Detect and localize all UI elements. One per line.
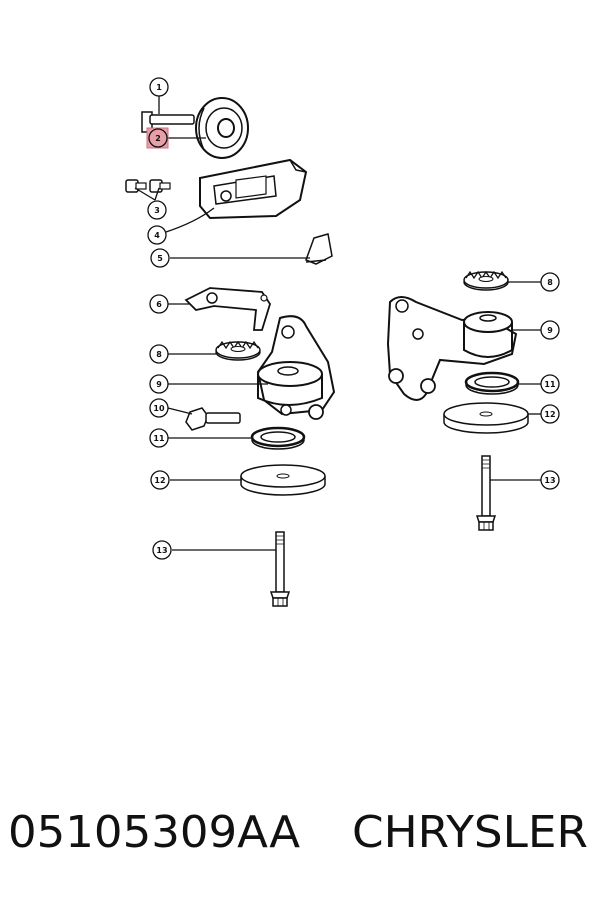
callout-11-left: 11 [149,428,169,448]
svg-text:13: 13 [544,476,555,485]
callout-12-left: 12 [150,470,170,490]
callout-13-right: 13 [540,470,560,490]
part-11-left-seal [250,426,306,451]
part-5-clip [305,233,333,265]
svg-text:13: 13 [156,546,167,555]
callout-11-right: 11 [540,374,560,394]
svg-text:8: 8 [156,350,162,359]
part-9-right-mount [386,296,518,401]
brand-name: CHRYSLER [352,807,588,858]
callout-5: 5 [150,248,170,268]
callout-9-left: 9 [149,374,169,394]
part-8-left-nut-ring [215,341,261,361]
part-9-left-mount [256,315,336,420]
part-13-left-bolt [270,531,290,607]
part-caption: 05105309AA CHRYSLER [8,807,588,858]
part-6-arm [184,287,271,331]
svg-text:8: 8 [547,278,553,287]
svg-text:11: 11 [153,434,165,443]
part-2-bushing [195,97,249,159]
svg-text:2: 2 [155,134,161,143]
callout-3: 3 [147,200,167,220]
svg-text:3: 3 [154,206,160,215]
part-4-bracket [199,158,308,220]
svg-text:9: 9 [547,326,553,335]
part-12-left-washer [240,464,326,496]
part-10-bolt [185,407,241,431]
callout-2: 2 [146,127,169,149]
part-1-bolt [141,111,195,133]
svg-text:1: 1 [156,83,162,92]
part-8-right-nut-ring [463,271,509,291]
leader-lines [134,96,541,551]
svg-text:6: 6 [156,300,162,309]
part-number: 05105309AA [8,807,300,858]
svg-text:12: 12 [154,476,165,485]
svg-text:10: 10 [153,404,165,413]
callout-1: 1 [149,77,169,97]
callout-8-right: 8 [540,272,560,292]
callout-8-left: 8 [149,344,169,364]
svg-text:9: 9 [156,380,162,389]
part-11-right-seal [464,371,520,396]
callout-10: 10 [149,398,169,418]
part-13-right-bolt [476,455,496,531]
svg-text:12: 12 [544,410,555,419]
part-3-bolts [125,179,171,193]
callout-4: 4 [147,225,167,245]
parts-exploded-diagram: 1 2 3 4 5 6 8 9 10 11 12 13 [125,77,560,607]
callout-9-right: 9 [540,320,560,340]
callout-12-right: 12 [540,404,560,424]
svg-text:11: 11 [544,380,556,389]
callout-6: 6 [149,294,169,314]
part-12-right-washer [443,402,529,434]
svg-text:5: 5 [157,254,163,263]
callout-13-left: 13 [152,540,172,560]
svg-text:4: 4 [154,231,160,240]
